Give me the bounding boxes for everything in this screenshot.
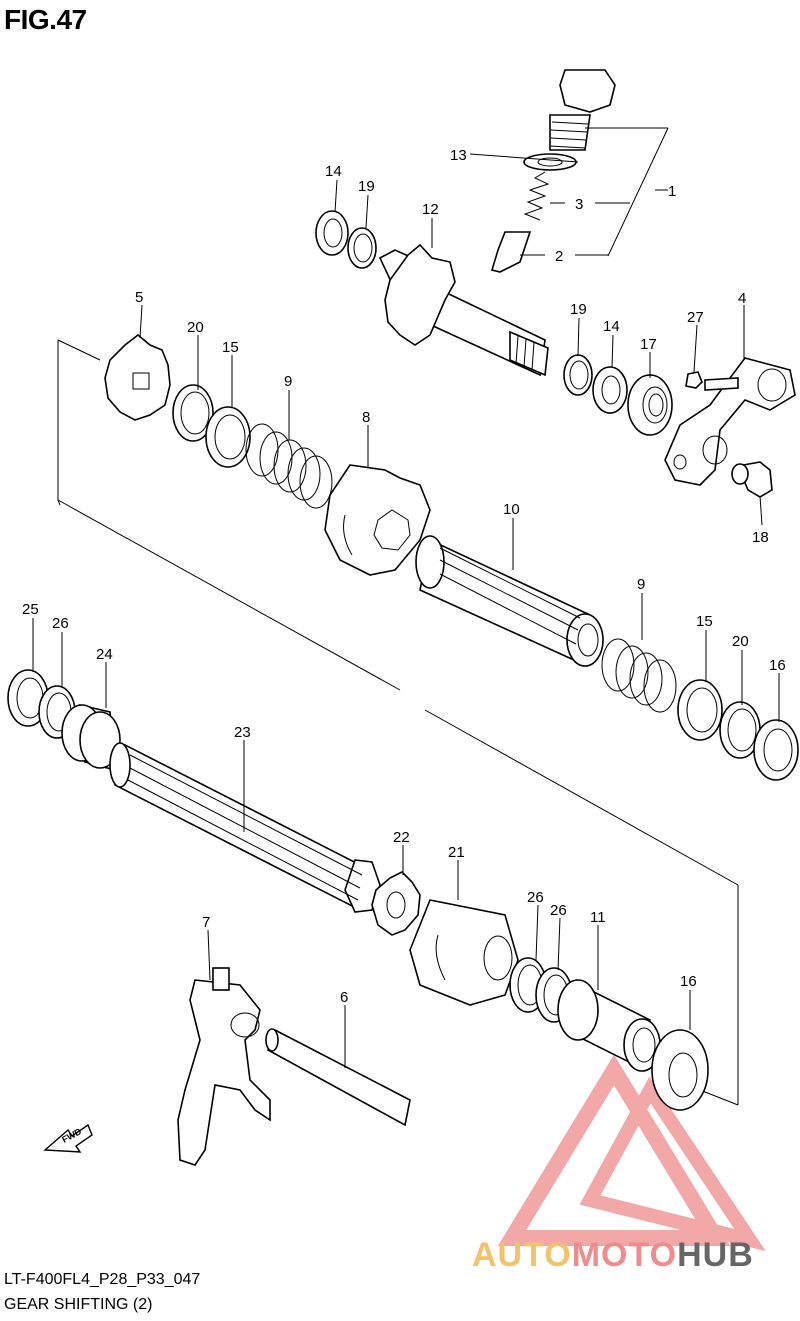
callout-12: 12 [422, 201, 439, 218]
part-20-circlip-left [172, 384, 214, 442]
part-16-washer-bottom [651, 1029, 709, 1111]
part-18-bolt [731, 461, 773, 498]
part-16-washer-right [753, 719, 799, 781]
part-10-shaft [415, 535, 604, 667]
callout-10: 10 [503, 501, 520, 518]
part-19-circlip-mid [563, 354, 593, 396]
callout-15-left: 15 [222, 339, 239, 356]
callout-20-right: 20 [732, 633, 749, 650]
part-15-washer-left [205, 406, 251, 468]
callout-20-left: 20 [187, 319, 204, 336]
part-11-sleeve [557, 979, 661, 1072]
part-9-spring-mid [601, 638, 677, 713]
part-14-washer-top [315, 210, 349, 256]
watermark-logo [497, 1054, 766, 1252]
figure-title: FIG.47 [4, 4, 87, 35]
part-7-shift-fork [177, 967, 271, 1166]
part-24-bushing [61, 703, 121, 772]
callout-11: 11 [590, 909, 606, 926]
part-27-bolt [685, 371, 739, 391]
callout-14-mid: 14 [603, 318, 620, 335]
part-17-bearing [627, 374, 673, 436]
part-22-stopper [371, 871, 421, 936]
callout-8: 8 [362, 409, 370, 426]
leader-lines-1-2-3 [469, 127, 669, 257]
callout-19-top: 19 [358, 178, 375, 195]
callout-2: 2 [555, 248, 563, 265]
callout-26-bottom-b: 26 [550, 902, 567, 919]
callout-19-mid: 19 [570, 301, 587, 318]
part-12-shift-shaft [378, 243, 549, 377]
callout-16-right: 16 [769, 657, 786, 674]
callout-27: 27 [687, 309, 704, 326]
callout-13: 13 [450, 147, 467, 164]
callout-3: 3 [575, 196, 583, 213]
part-1-bolt-assembly [490, 69, 616, 273]
callout-23: 23 [234, 724, 251, 741]
callout-16-bottom: 16 [680, 973, 697, 990]
callout-26-left: 26 [52, 615, 69, 632]
callout-9-top: 9 [284, 373, 292, 390]
part-8-cam [324, 464, 431, 576]
watermark-text: AUTOMOTOHUB [472, 1236, 754, 1275]
leader-lines [32, 179, 780, 1068]
part-21-drum [409, 899, 519, 1006]
watermark-auto: AUTO [472, 1236, 572, 1274]
assembly-frame [57, 339, 739, 1106]
fwd-arrow-icon: FWD [43, 1123, 93, 1153]
part-19-circlip-top [347, 227, 377, 269]
callout-14-top: 14 [325, 163, 342, 180]
callout-labels: 1 2 3 4 5 6 7 8 9 9 10 11 12 13 14 14 15… [22, 147, 786, 1006]
callout-9-mid: 9 [637, 576, 645, 593]
callout-15-right: 15 [696, 613, 713, 630]
callout-21: 21 [448, 844, 465, 861]
part-5-gear [104, 333, 171, 421]
callout-4: 4 [738, 290, 746, 307]
callout-25: 25 [22, 601, 39, 618]
callout-18: 18 [752, 529, 769, 546]
part-9-spring-top [245, 423, 333, 509]
callout-5: 5 [135, 289, 143, 306]
watermark-hub: HUB [677, 1236, 754, 1274]
callout-24: 24 [96, 646, 113, 663]
figure-code: LT-F400FL4_P28_P33_047 [4, 1271, 201, 1288]
callout-22: 22 [393, 829, 410, 846]
callout-26-bottom-a: 26 [527, 889, 544, 906]
callout-6: 6 [340, 989, 348, 1006]
callout-17: 17 [640, 336, 657, 353]
part-6-rod [265, 1028, 411, 1127]
callout-7: 7 [202, 914, 210, 931]
part-14-washer-mid [592, 366, 628, 414]
callout-1: 1 [668, 183, 676, 200]
part-23-shaft [109, 742, 381, 913]
watermark-moto: MOTO [571, 1236, 678, 1274]
figure-subtitle: GEAR SHIFTING (2) [4, 1296, 153, 1313]
part-15-washer-right [677, 679, 723, 741]
part-4-shift-arm [664, 357, 796, 486]
